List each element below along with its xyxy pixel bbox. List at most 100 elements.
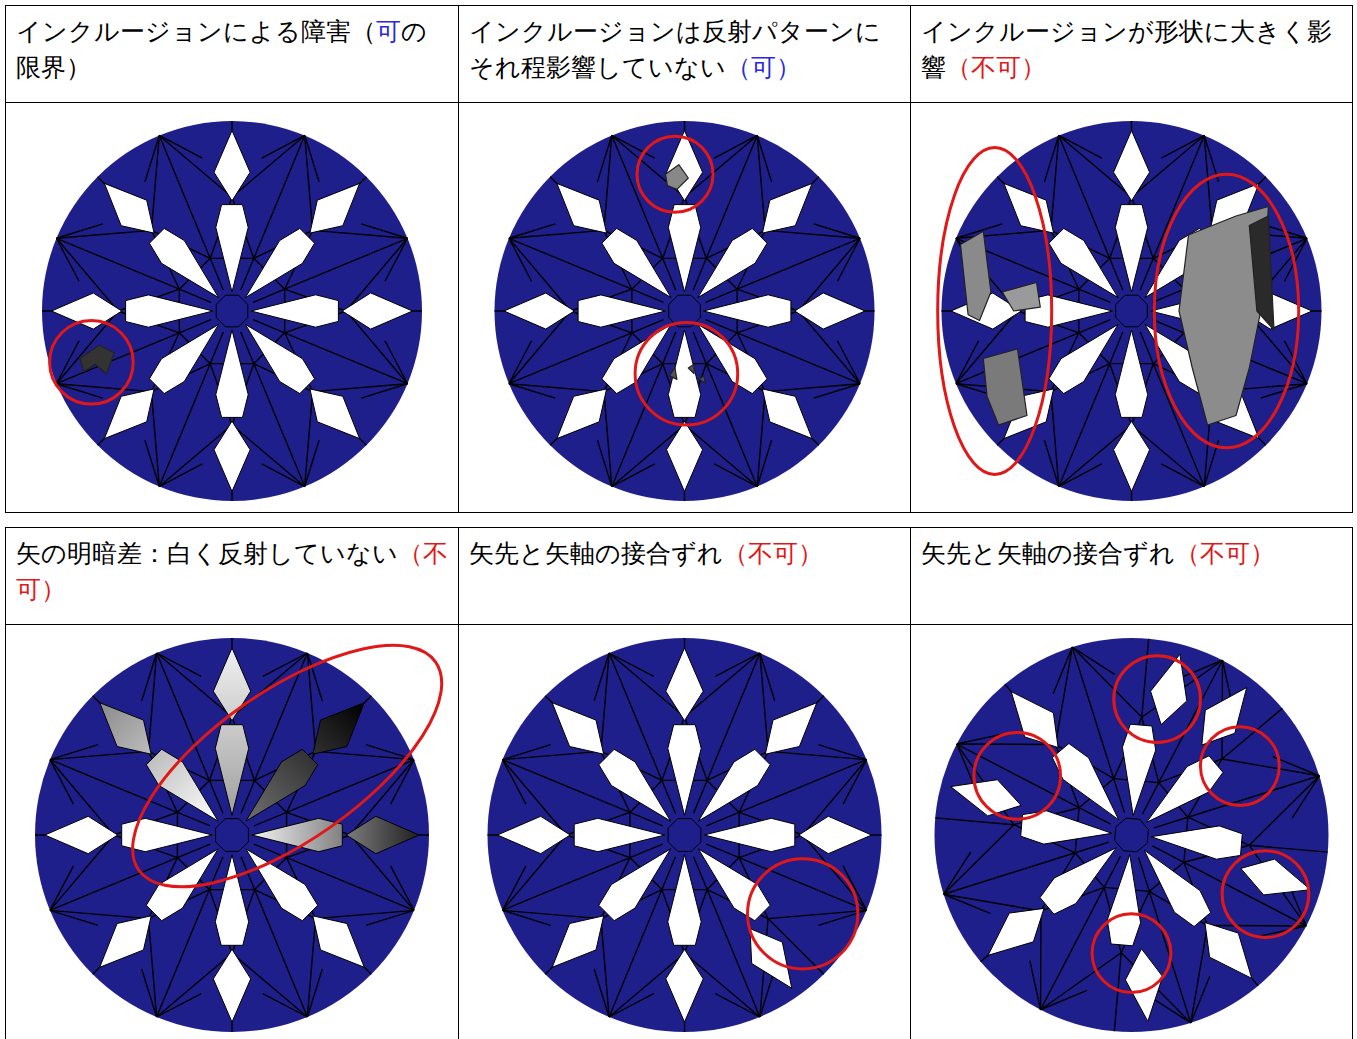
facet-line — [714, 135, 757, 158]
facet-line — [662, 857, 676, 890]
arrow-head — [667, 131, 703, 201]
arrow-shaft — [149, 324, 218, 393]
table-disc — [942, 121, 1322, 501]
image-cell — [459, 103, 911, 513]
center-facet — [216, 295, 248, 327]
facets — [42, 121, 422, 501]
arrow-shaft — [215, 725, 248, 816]
facet-line — [145, 440, 159, 486]
facet-line — [307, 969, 322, 1017]
facet-line — [1249, 776, 1319, 846]
arrow-shaft — [215, 855, 248, 946]
arrow-shaft — [126, 295, 213, 327]
arrow-shaft — [599, 749, 671, 821]
facet-line — [837, 341, 860, 384]
arrow-head — [1011, 692, 1058, 748]
table-disc — [495, 121, 875, 501]
facet-line — [757, 440, 771, 486]
text-run: 矢の明暗差：白く反射していない — [16, 539, 398, 568]
facet-line — [706, 812, 739, 826]
facet-line — [241, 780, 255, 813]
table-disc — [42, 121, 422, 501]
arrow-head — [666, 648, 703, 721]
facet-line — [179, 289, 211, 302]
facet-line — [1040, 911, 1042, 1010]
text-run: 矢先と矢軸の接合ずれ — [469, 539, 723, 568]
facet-line — [757, 135, 771, 181]
facet-line — [630, 844, 663, 858]
arrow-shaft — [574, 818, 665, 851]
header-text: インクルージョンは反射パターンにそれ程影響していない（可） — [469, 14, 900, 86]
text-run: インクルージョンによる障害（ — [16, 17, 376, 46]
arrow-head — [342, 293, 412, 329]
header-cell: インクルージョンが形状に大きく影響（不可） — [911, 6, 1353, 103]
arrow-head — [1114, 131, 1150, 201]
arrow-shaft — [599, 849, 671, 921]
table: インクルージョンによる障害（可の限界） インクルージョンは反射パターンにそれ程影… — [5, 5, 1353, 513]
facet-line — [1222, 759, 1319, 776]
header-cell: インクルージョンは反射パターンにそれ程影響していない（可） — [459, 6, 911, 103]
facet-line — [694, 857, 708, 890]
facet-line — [714, 464, 757, 487]
image-cell — [6, 625, 459, 1039]
image-cell — [911, 625, 1353, 1039]
arrow-shaft — [1040, 848, 1116, 915]
facet-line — [843, 760, 866, 805]
inclusion — [688, 364, 694, 374]
arrow-head — [1125, 949, 1162, 1022]
arrow-shaft — [1052, 744, 1119, 820]
facet-line — [509, 341, 532, 384]
table-disc — [935, 638, 1329, 1032]
arrow-head — [497, 816, 570, 853]
facet-line — [50, 866, 73, 911]
header-text: インクルージョンによる障害（可の限界） — [16, 14, 448, 86]
facet-line — [632, 289, 664, 302]
facet-line — [305, 135, 319, 181]
facet-line — [262, 135, 305, 158]
facet-line — [210, 332, 223, 364]
arrow-head — [214, 421, 250, 491]
scope-image — [911, 625, 1352, 1039]
facet-line — [1110, 258, 1123, 290]
facet-line — [1079, 289, 1111, 302]
facet-line — [179, 320, 211, 333]
arrow-shaft — [578, 295, 665, 327]
arrow-head — [557, 183, 607, 233]
arrow-shaft — [1049, 228, 1118, 297]
facet-line — [1139, 858, 1150, 892]
verdict-text: （可） — [726, 53, 801, 82]
facet-line — [609, 994, 654, 1017]
highlight-ring — [1154, 174, 1298, 448]
inclusion — [1249, 216, 1274, 330]
scope-image — [6, 103, 458, 511]
arrow-head — [552, 703, 604, 755]
inclusion — [700, 376, 706, 384]
facet-line — [50, 745, 98, 760]
arrow-shaft — [602, 228, 671, 297]
facet-line — [1161, 135, 1204, 158]
facet-line — [157, 653, 202, 676]
arrow-shaft — [245, 228, 314, 297]
arrow-shaft — [698, 849, 770, 921]
image-cell — [6, 103, 459, 513]
highlight-ring — [96, 601, 479, 932]
scope-image — [459, 103, 910, 511]
facet-line — [56, 341, 79, 384]
facet-line — [1053, 647, 1072, 694]
facet-line — [957, 733, 1006, 744]
facet-line — [56, 238, 79, 281]
facet-line — [307, 653, 322, 701]
arrow-shaft — [1147, 756, 1223, 823]
facet-line — [693, 332, 706, 364]
facet-line — [706, 844, 739, 858]
facets — [488, 638, 882, 1032]
header-text: 矢の明暗差：白く反射していない（不可） — [16, 536, 448, 608]
highlight-ring — [748, 859, 858, 969]
facet-line — [1041, 953, 1122, 1010]
header-cell: 矢先と矢軸の接合ずれ（不可） — [911, 528, 1353, 625]
arrow-head — [1241, 859, 1311, 895]
arrow-shaft — [149, 228, 218, 297]
header-cell: 矢の明暗差：白く反射していない（不可） — [6, 528, 459, 625]
facet-line — [502, 866, 525, 911]
facet-line — [142, 653, 157, 701]
